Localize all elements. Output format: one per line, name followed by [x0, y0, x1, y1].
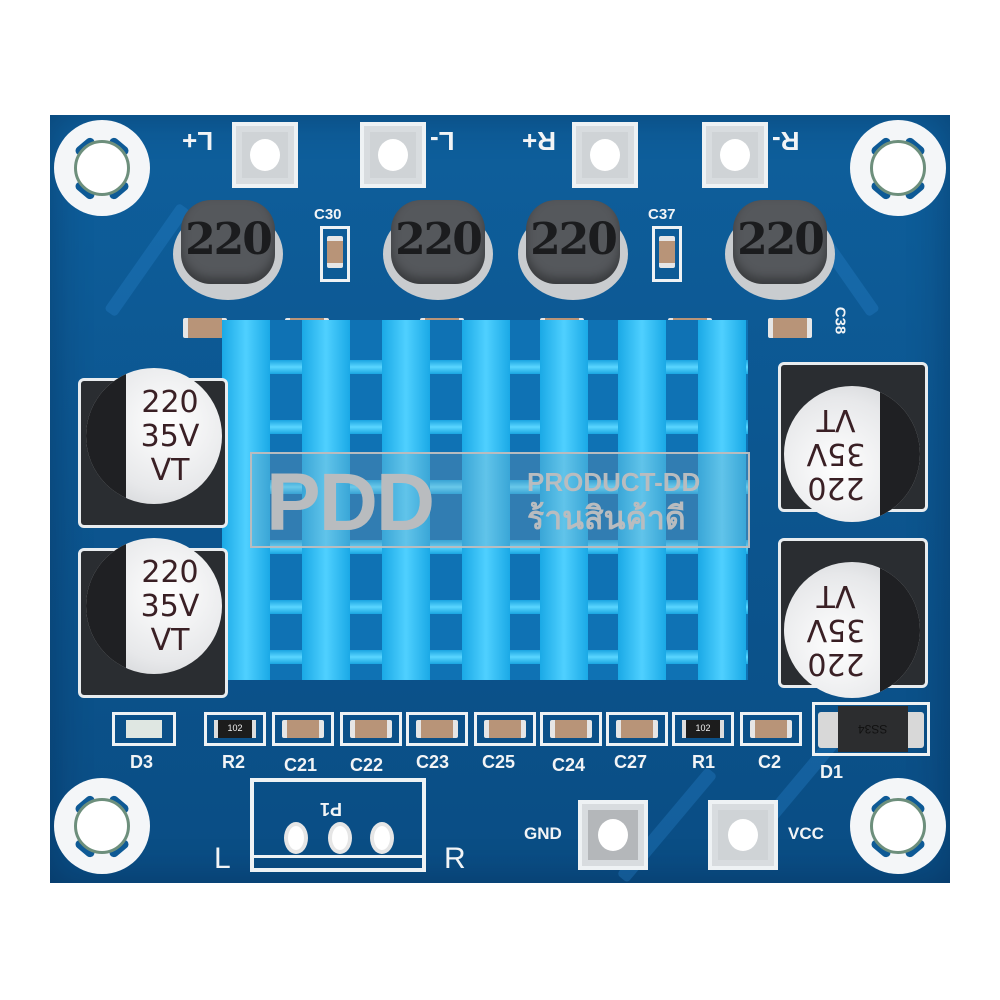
cap-c2: [750, 720, 792, 738]
c37-footprint: [652, 226, 682, 282]
label-connector-r: R: [444, 842, 466, 875]
pad-r-minus[interactable]: [702, 122, 768, 188]
heatsink: [222, 320, 748, 680]
cap-c23: [416, 720, 458, 738]
watermark-logo: PDD: [266, 457, 435, 548]
pad-label-r-minus: R-: [772, 126, 800, 156]
d1-footprint: [812, 702, 930, 756]
r1-footprint: [672, 712, 734, 746]
mount-hole-bottom-right: [850, 778, 946, 874]
pad-vcc[interactable]: [708, 800, 778, 870]
label-c22: C22: [350, 755, 384, 775]
label-connector-l: L: [214, 842, 231, 875]
cap-c24: [550, 720, 592, 738]
inductor-1: 220: [173, 200, 283, 300]
diode-d1: SS34: [838, 706, 908, 752]
mount-hole-top-left: [54, 120, 150, 216]
mount-hole-top-right: [850, 120, 946, 216]
c23-footprint: [406, 712, 468, 746]
label-c21: C21: [284, 755, 318, 775]
c30-footprint: [320, 226, 350, 282]
smd-cap: [183, 318, 227, 338]
label-c23: C23: [416, 752, 450, 772]
pad-l-plus[interactable]: [232, 122, 298, 188]
watermark-brand: PRODUCT-DD: [527, 467, 701, 497]
label-c27: C27: [614, 752, 648, 772]
label-r2: R2: [222, 752, 246, 772]
cap-c22: [350, 720, 392, 738]
label-c37: C37: [648, 206, 676, 223]
c27-footprint: [606, 712, 668, 746]
c24-footprint: [540, 712, 602, 746]
watermark: PDD PRODUCT-DD ร้านสินค้าดี: [250, 452, 750, 548]
inductor-2: 220: [383, 200, 493, 300]
label-vcc: VCC: [788, 824, 824, 843]
inductor-3: 220: [518, 200, 628, 300]
inductor-4: 220: [725, 200, 835, 300]
pad-label-l-plus: L+: [182, 126, 214, 156]
label-c38: C38: [831, 306, 849, 335]
label-d1: D1: [820, 762, 844, 782]
c2-footprint: [740, 712, 802, 746]
label-gnd: GND: [524, 824, 562, 843]
label-c30: C30: [314, 206, 342, 223]
cap-c30: [327, 236, 343, 268]
cap-c21: [282, 720, 324, 738]
label-p1: P1: [320, 799, 343, 819]
c21-footprint: [272, 712, 334, 746]
c25-footprint: [474, 712, 536, 746]
label-r1: R1: [692, 752, 716, 772]
label-c2: C2: [758, 752, 782, 772]
connector-pin-r[interactable]: [370, 822, 394, 854]
cap-c25: [484, 720, 526, 738]
watermark-thai: ร้านสินค้าดี: [527, 499, 686, 537]
r2-footprint: [204, 712, 266, 746]
pad-gnd[interactable]: [578, 800, 648, 870]
connector-p1: [250, 778, 426, 872]
resistor-r2: 102: [214, 720, 256, 738]
d3-footprint: [112, 712, 176, 746]
cap-c37: [659, 236, 675, 268]
label-d3: D3: [130, 752, 154, 772]
c22-footprint: [340, 712, 402, 746]
smd-cap: [768, 318, 812, 338]
pad-label-l-minus: L-: [430, 126, 455, 156]
label-c25: C25: [482, 752, 516, 772]
resistor-r1: 102: [682, 720, 724, 738]
pad-label-r-plus: R+: [522, 126, 556, 156]
pad-r-plus[interactable]: [572, 122, 638, 188]
label-c24: C24: [552, 755, 586, 775]
led-d3: [126, 720, 162, 738]
pad-l-minus[interactable]: [360, 122, 426, 188]
mount-hole-bottom-left: [54, 778, 150, 874]
cap-c27: [616, 720, 658, 738]
connector-pin-l[interactable]: [284, 822, 308, 854]
connector-pin-gnd[interactable]: [328, 822, 352, 854]
